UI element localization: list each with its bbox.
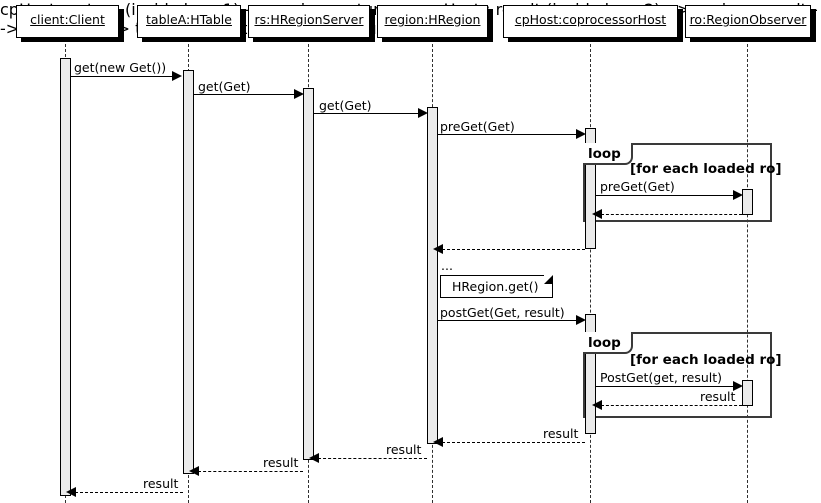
activation-cpHost-1 [585,128,596,249]
message-arrow-m11 [433,437,443,447]
message-arrow-m5 [733,190,743,200]
lifeline-cpHost [590,44,591,503]
message-label-m11: result [543,426,579,441]
participant-cpHost[interactable] [503,5,678,38]
message-line-m13 [198,471,303,472]
ellipsis-annotation: ... [441,258,453,273]
message-arrow-m13 [189,466,199,476]
message-line-m5 [595,195,737,196]
message-arrow-m12 [309,453,319,463]
participant-region[interactable] [377,5,488,38]
message-line-m14 [75,492,183,493]
lifeline-ro [747,44,748,503]
fragment-loop-1 [583,143,772,222]
note-fold-icon [544,275,553,284]
message-line-m3 [313,113,422,114]
message-label-m2: get(Get) [198,79,251,94]
participant-tableA[interactable] [137,5,241,38]
fragment-loop-2-operator: loop [588,335,621,351]
participant-label-client: client:Client [30,12,105,27]
message-label-m8: postGet(Get, result) [440,305,565,320]
participant-client[interactable] [16,5,119,38]
message-arrow-m1 [172,71,182,81]
message-label-m4: preGet(Get) [440,119,515,134]
fragment-loop-2-guard: [for each loaded ro] [630,352,782,368]
message-arrow-m10 [592,400,602,410]
fragment-loop-1-operator: loop [588,146,621,162]
message-line-m1 [70,76,176,77]
message-label-m10: result [700,389,736,404]
activation-ro-1 [742,189,753,215]
message-line-m7 [442,249,585,250]
activation-cpHost-2 [585,314,596,434]
participant-label-rs: rs:HRegionServer [254,12,364,27]
note-hregion-get [440,275,553,298]
message-line-m8 [437,320,580,321]
note-label-hregion-get: HRegion.get() [452,279,539,294]
activation-rs [303,88,314,460]
message-label-m5: preGet(Get) [600,179,675,194]
message-label-m1: get(new Get()) [74,60,167,75]
fragment-loop-1-guard: [for each loaded ro] [630,161,782,177]
fragment-loop-2-tab [583,332,633,354]
fragment-loop-1-tab [583,143,633,165]
message-arrow-m7 [433,244,443,254]
participant-label-tableA: tableA:HTable [146,12,232,27]
participant-label-cpHost: cpHost:coprocessorHost [514,12,667,27]
message-label-m9: PostGet(get, result) [600,370,723,385]
message-line-m2 [193,94,298,95]
message-line-m4 [437,134,580,135]
message-arrow-m3 [418,108,428,118]
message-label-m12: result [386,442,422,457]
message-label-m13: result [263,455,299,470]
message-line-m11 [442,442,585,443]
message-line-m12 [318,458,427,459]
message-arrow-m2 [294,89,304,99]
message-line-m6 [601,214,742,215]
message-arrow-m4 [576,129,586,139]
activation-ro-2 [742,380,753,406]
message-label-m3: get(Get) [319,98,372,113]
message-arrow-m14 [66,487,76,497]
message-arrow-m9 [733,381,743,391]
participant-rs[interactable] [248,5,370,38]
message-arrow-m6 [592,209,602,219]
message-label-m14: result [143,476,179,491]
participant-ro[interactable] [685,5,811,38]
message-line-m9 [595,386,737,387]
activation-tableA [183,70,194,474]
participant-label-region: region:HRegion [384,12,481,27]
activation-region [427,107,438,444]
activation-client [60,58,71,496]
message-line-m10 [601,405,742,406]
message-arrow-m8 [576,315,586,325]
fragment-loop-2 [583,332,772,418]
participant-label-ro: ro:RegionObserver [689,12,807,27]
